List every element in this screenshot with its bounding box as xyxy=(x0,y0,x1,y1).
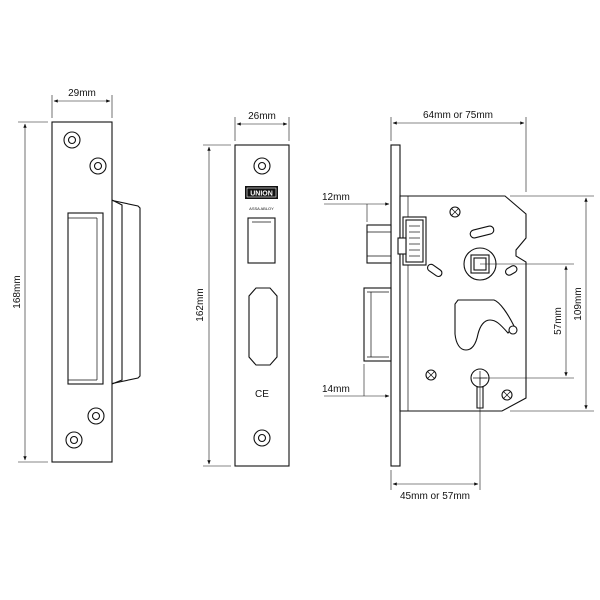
sub-brand-text: ASSA ABLOY xyxy=(249,206,274,211)
forend-plate: UNION ASSA ABLOY CE 26mm 162mm xyxy=(195,111,290,467)
bolt-projection-label: 14mm xyxy=(322,384,350,395)
latch-projection-label: 12mm xyxy=(322,192,350,203)
case-height-label: 109mm xyxy=(573,287,584,320)
hub-slot-right xyxy=(505,265,518,276)
case-slot xyxy=(469,225,495,239)
case-screw-top xyxy=(449,206,461,218)
case-screw-left xyxy=(425,369,437,381)
strike-plate: 29mm 168mm xyxy=(12,88,141,463)
hub-slot-left xyxy=(426,263,443,278)
strike-width-label: 29mm xyxy=(68,88,96,99)
forend-screw-hole-top xyxy=(253,157,271,175)
centres-label: 57mm xyxy=(553,307,564,335)
strike-aperture xyxy=(67,212,104,385)
keyhole xyxy=(454,299,518,351)
case-width-label: 64mm or 75mm xyxy=(423,110,493,121)
strike-screw-hole-3 xyxy=(87,407,105,425)
strike-screw-hole-4 xyxy=(65,431,83,449)
case-screw-right xyxy=(501,389,513,401)
forend-height-label: 162mm xyxy=(195,288,206,321)
forend-latch-aperture xyxy=(247,217,276,264)
dead-bolt xyxy=(363,287,392,362)
ce-mark: CE xyxy=(255,389,269,400)
forend-side-profile xyxy=(390,144,401,467)
strike-screw-hole-1 xyxy=(63,131,81,149)
lock-body: 64mm or 75mm 12mm 14mm 45mm or 57mm 57mm… xyxy=(322,110,594,502)
forend-width-label: 26mm xyxy=(248,111,276,122)
strike-screw-hole-2 xyxy=(89,157,107,175)
latch-bolt xyxy=(366,216,427,266)
forend-screw-hole-bottom xyxy=(253,429,271,447)
brand-badge xyxy=(245,186,278,199)
strike-height-label: 168mm xyxy=(12,275,23,308)
backset-label: 45mm or 57mm xyxy=(400,491,470,502)
forend-bolt-aperture xyxy=(248,287,278,366)
brand-text: UNION xyxy=(250,191,273,198)
